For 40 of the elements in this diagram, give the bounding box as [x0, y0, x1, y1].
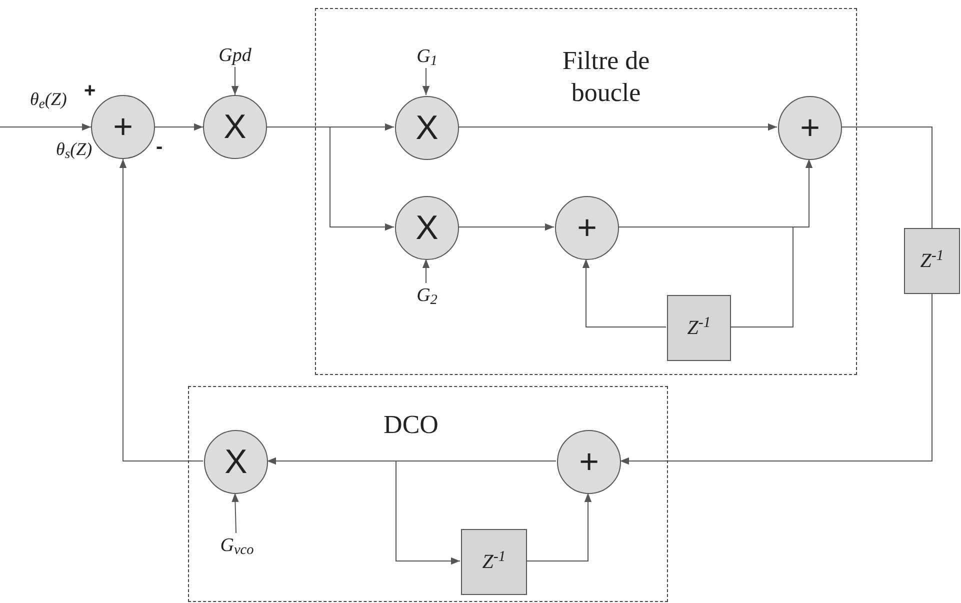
delay-label: Z$^{-1}$ [482, 548, 506, 575]
operator-symbol: X [224, 445, 248, 479]
operator-symbol: + [579, 445, 599, 479]
signal-arrow [458, 123, 778, 131]
signal-label: θ$_{s}$(Z) [56, 139, 92, 159]
operator-symbol: + [577, 211, 597, 245]
gain-label: G$_{1}$ [412, 45, 442, 69]
signal-arrow [266, 126, 394, 231]
signal-label: - [156, 136, 163, 158]
operator-symbol: + [800, 111, 820, 145]
signal-arrow [232, 492, 239, 534]
signal-arrow [422, 258, 430, 284]
delay-label: Z$^{-1}$ [687, 314, 711, 341]
signal-arrow [582, 258, 666, 328]
signal-arrow [119, 158, 204, 462]
signal-arrow [620, 294, 932, 465]
signal-arrow [526, 492, 592, 562]
operator-symbol: X [224, 110, 246, 144]
signal-arrow [154, 123, 204, 131]
delay-label: Z$^{-1}$ [920, 246, 944, 274]
signal-label: + [84, 80, 96, 102]
signal-arrow [422, 68, 430, 96]
group-title: DCO [384, 410, 438, 439]
signal-arrow [0, 123, 92, 131]
dashed-group-frame [315, 8, 857, 375]
signal-arrow [458, 223, 554, 231]
signal-label: θ$_{e}$(Z) [30, 89, 67, 109]
delay-block [461, 529, 527, 595]
delay-block [904, 228, 960, 294]
operator-symbol: X [416, 111, 438, 145]
group-title: Filtre de boucle [562, 46, 650, 107]
delay-block [667, 295, 731, 361]
signal-arrow [231, 66, 239, 96]
operator-symbol: + [113, 110, 133, 144]
signal-arrow [396, 460, 556, 565]
operator-symbol: X [416, 211, 438, 245]
gain-label: G$_{2}$ [412, 284, 442, 308]
gain-label: G$_{vco}$ [211, 534, 263, 558]
gain-label: Gpd [215, 45, 255, 67]
dashed-group-frame [188, 386, 668, 602]
